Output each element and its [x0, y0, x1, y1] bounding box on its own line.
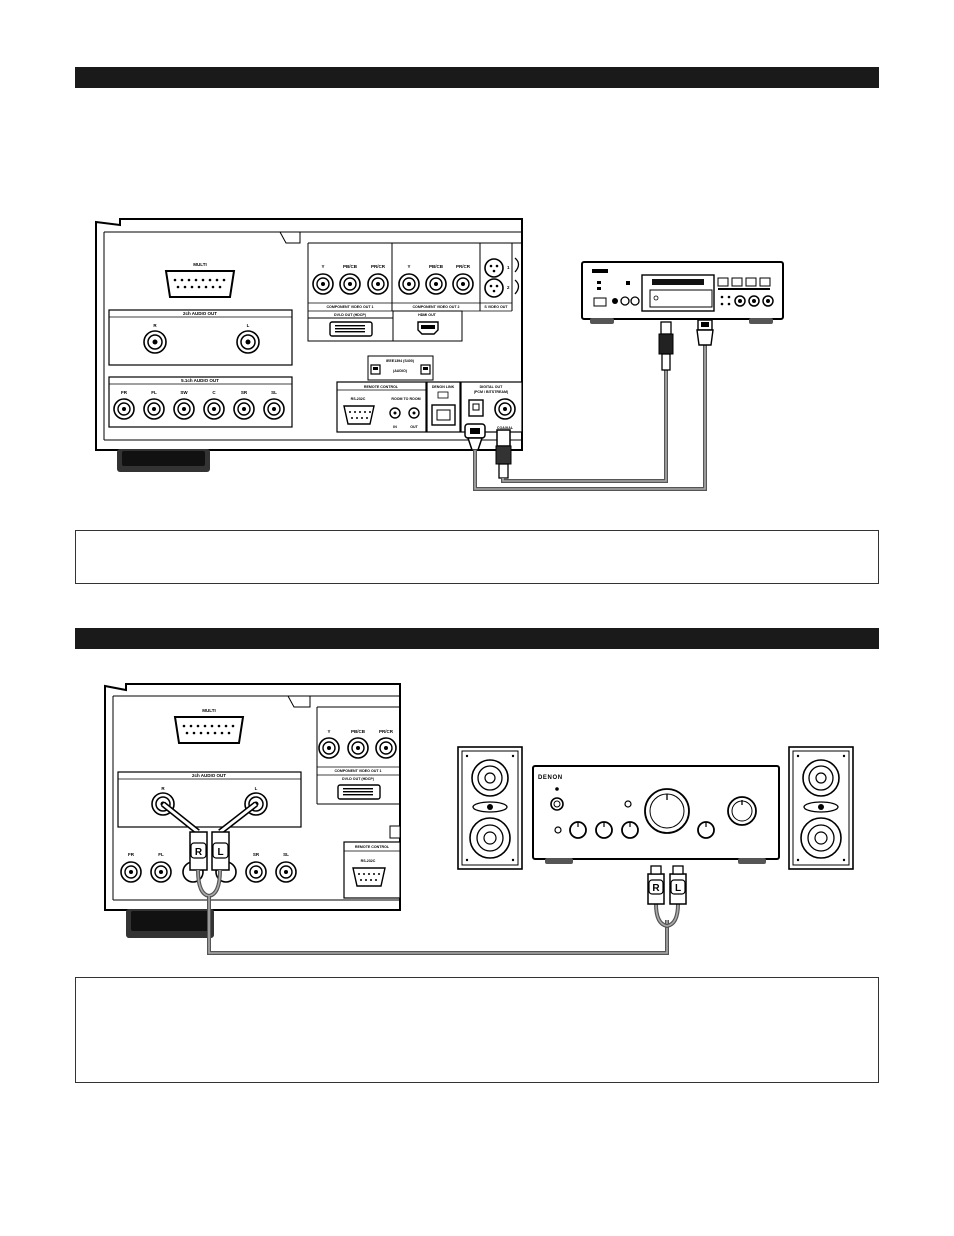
- remote-control-label: REMOTE CONTROL: [364, 385, 399, 389]
- plug-label-l-amp: L: [675, 883, 681, 894]
- rca-cable-amp-end: R L: [647, 865, 687, 929]
- jack-label-c: C: [212, 390, 216, 395]
- rca-jack-row-5ch-2: [120, 861, 297, 883]
- rs232c-connector-2: [352, 867, 386, 887]
- section-header-bar-analog: [75, 628, 879, 649]
- scart-pins: [173, 278, 226, 289]
- svideo-jacks: [484, 258, 504, 298]
- jack-label-sr: SR: [241, 390, 248, 395]
- jack-label-fr-2: FR: [128, 852, 135, 857]
- two-ch-audio-out-panel-2: [117, 771, 302, 828]
- note-box-digital: [75, 530, 879, 584]
- speaker-right: [788, 746, 854, 870]
- plug-label-r-amp: R: [652, 883, 660, 894]
- digital-out-label: DIGITAL OUT: [480, 385, 503, 389]
- label-pr-1: PR/CR: [371, 264, 386, 269]
- svideo-label-2: 2: [507, 285, 510, 290]
- hdmi-out-label: HDMI OUT: [418, 313, 437, 317]
- five-ch-audio-out-panel: [108, 376, 293, 428]
- jack-label-fr: FR: [121, 390, 128, 395]
- coaxial-cable: [495, 370, 668, 483]
- jack-label-sr-2: SR: [253, 852, 260, 857]
- comp-out-1-label: COMPONENT VIDEO OUT 1: [326, 305, 373, 309]
- coaxial-jack: [494, 398, 516, 420]
- dvid-out-label-2: DVI-D OUT (HDCP): [342, 777, 375, 781]
- digital-recorder-front: [581, 261, 784, 324]
- jack-label-fl: FL: [151, 390, 157, 395]
- optical-plug-recorder: [696, 319, 714, 346]
- coaxial-label: COAXIAL: [497, 426, 514, 430]
- label-pb-2: PB/CB: [429, 264, 444, 269]
- ieee-audio-label: (AUDIO): [393, 369, 408, 373]
- plug-label-r-player: R: [195, 847, 203, 858]
- plug-label-l-player: L: [217, 847, 223, 858]
- comp-out-1-label-2: COMPONENT VIDEO OUT 1: [334, 769, 381, 773]
- rs232c-label-2: RS-232C: [361, 859, 376, 863]
- player-rear-panel-digital: MULTI 2ch AUDIO OUT R L 5.1ch AUDIO OUT …: [95, 218, 523, 472]
- svideo-out-label: S VIDEO OUT: [484, 305, 508, 309]
- component-jacks: [312, 273, 474, 295]
- two-ch-audio-out-label-2: 2ch AUDIO OUT: [192, 773, 226, 778]
- comp-out-2-label: COMPONENT VIDEO OUT 2: [412, 305, 459, 309]
- two-ch-audio-out-panel: [108, 309, 293, 366]
- label-pr-fig2: PR/CR: [379, 729, 394, 734]
- jack-label-r-2: R: [161, 786, 165, 791]
- component-jacks-2: [318, 737, 397, 759]
- multi-out-label: MULTI: [193, 262, 206, 267]
- five-ch-audio-out-label: 5.1ch AUDIO OUT: [181, 378, 219, 383]
- label-pb-1: PB/CB: [343, 264, 358, 269]
- rca-jack-l: [236, 330, 260, 354]
- scart-connector: [164, 270, 236, 298]
- label-y-2: Y: [407, 264, 410, 269]
- amp-brand-logo: DENON: [538, 775, 563, 781]
- digital-out-sub-label: (PCM / BITSTREAM): [474, 390, 509, 394]
- jack-label-sl: SL: [271, 390, 277, 395]
- dvid-out-label: DVI-D OUT (HDCP): [334, 313, 367, 317]
- scart-connector-2: [173, 716, 245, 744]
- optical-cable: [464, 345, 707, 491]
- rs232c-label: RS-232C: [351, 397, 366, 401]
- label-y-1: Y: [321, 264, 324, 269]
- label-pr-2: PR/CR: [456, 264, 471, 269]
- two-ch-audio-out-label: 2ch AUDIO OUT: [183, 311, 217, 316]
- coaxial-plug-recorder: [658, 321, 674, 371]
- rca-jack-row-5ch: [113, 398, 285, 420]
- note-box-analog: [75, 977, 879, 1083]
- denon-link-label: DENON LINK: [432, 385, 455, 389]
- jack-label-sw: SW: [180, 390, 188, 395]
- label-pb-fig2: PB/CB: [351, 729, 366, 734]
- player-rear-panel-analog: MULTI 2ch AUDIO OUT R L FR FL SR SL: [104, 683, 401, 938]
- room-out-label: OUT: [410, 425, 418, 429]
- room-to-room-label: ROOM TO ROOM: [391, 397, 420, 401]
- section-header-bar-digital: [75, 67, 879, 88]
- ieee1394-label: IEEE1394 (S400): [386, 359, 415, 363]
- jack-label-r: R: [153, 323, 157, 328]
- speaker-left: [457, 746, 523, 870]
- label-y-fig2: Y: [327, 729, 330, 734]
- multi-out-label-2: MULTI: [202, 708, 215, 713]
- rca-cable: [207, 896, 669, 955]
- rca-jack-r: [143, 330, 167, 354]
- jack-label-l-2: L: [255, 786, 258, 791]
- remote-control-label-2: REMOTE CONTROL: [355, 845, 390, 849]
- rs232c-connector: [343, 405, 375, 425]
- room-in-label: IN: [393, 425, 397, 429]
- svideo-label-1: 1: [507, 265, 510, 270]
- jack-label-fl-2: FL: [158, 852, 164, 857]
- jack-label-l: L: [247, 323, 250, 328]
- jack-label-sl-2: SL: [283, 852, 289, 857]
- amplifier-front: DENON: [532, 765, 780, 864]
